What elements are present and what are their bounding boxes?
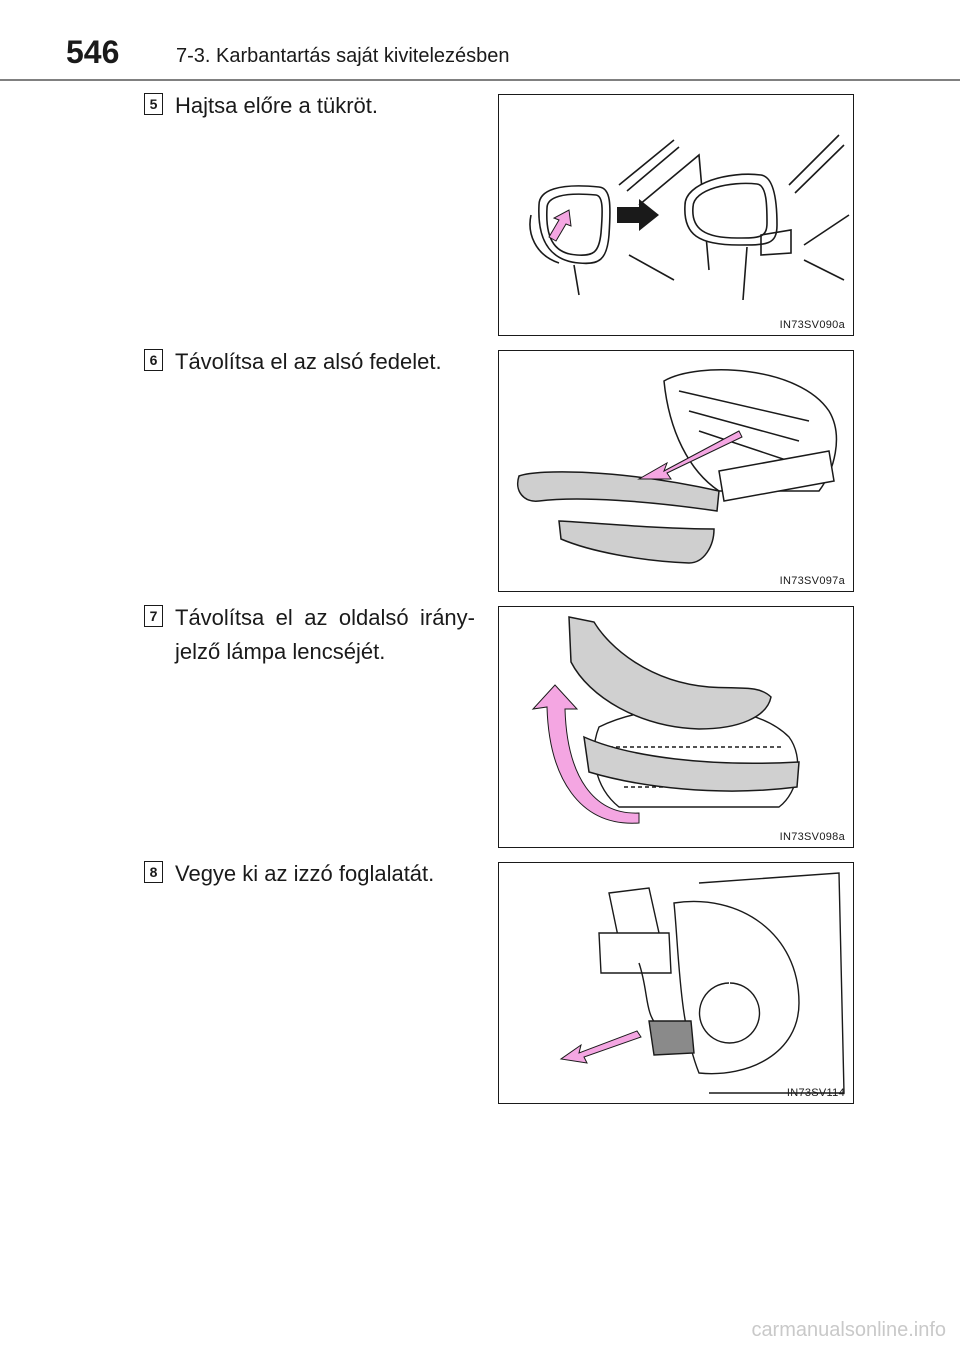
figure-bulb-socket: IN73SV114 (498, 862, 854, 1104)
figure-lamp-lens: IN73SV098a (498, 606, 854, 848)
pink-arrow-icon (637, 430, 743, 480)
figure-code: IN73SV097a (779, 575, 845, 587)
figure-code: IN73SV090a (779, 319, 845, 331)
step-number-badge: 6 (144, 349, 163, 371)
bulb-socket-illustration (559, 872, 845, 1094)
page-number: 546 (66, 34, 120, 70)
lower-cover-illustration (517, 369, 838, 564)
figure-mirror-fold: IN73SV090a (498, 94, 854, 336)
step-number-badge: 7 (144, 605, 163, 627)
watermark: carmanualsonline.info (751, 1319, 946, 1341)
step-number-badge: 5 (144, 93, 163, 115)
step-instruction: Hajtsa előre a tükröt. (175, 93, 378, 118)
pink-arrow-icon (548, 209, 572, 242)
section-title: 7-3. Karbantartás saját kivitelezésben (176, 45, 510, 67)
page-header: 546 7-3. Karbantartás saját kivitelezésb… (0, 0, 960, 81)
pink-arrow-icon (531, 684, 640, 824)
step-instruction: Távolítsa el az oldalsó irány­jelző lámp… (175, 605, 475, 664)
mirror-fold-illustration (529, 134, 850, 301)
header-divider (0, 79, 960, 81)
figure-code: IN73SV114 (786, 1087, 845, 1099)
step-instruction: Távolítsa el az alsó fedelet. (175, 349, 442, 374)
step-instruction: Vegye ki az izzó foglalatát. (175, 861, 435, 886)
figure-lower-cover: IN73SV097a (498, 350, 854, 592)
pink-arrow-icon (559, 1030, 642, 1064)
arrow-fold-icon (617, 199, 659, 231)
step-number-badge: 8 (144, 861, 163, 883)
figure-code: IN73SV098a (779, 831, 845, 843)
lamp-lens-illustration (531, 616, 800, 824)
